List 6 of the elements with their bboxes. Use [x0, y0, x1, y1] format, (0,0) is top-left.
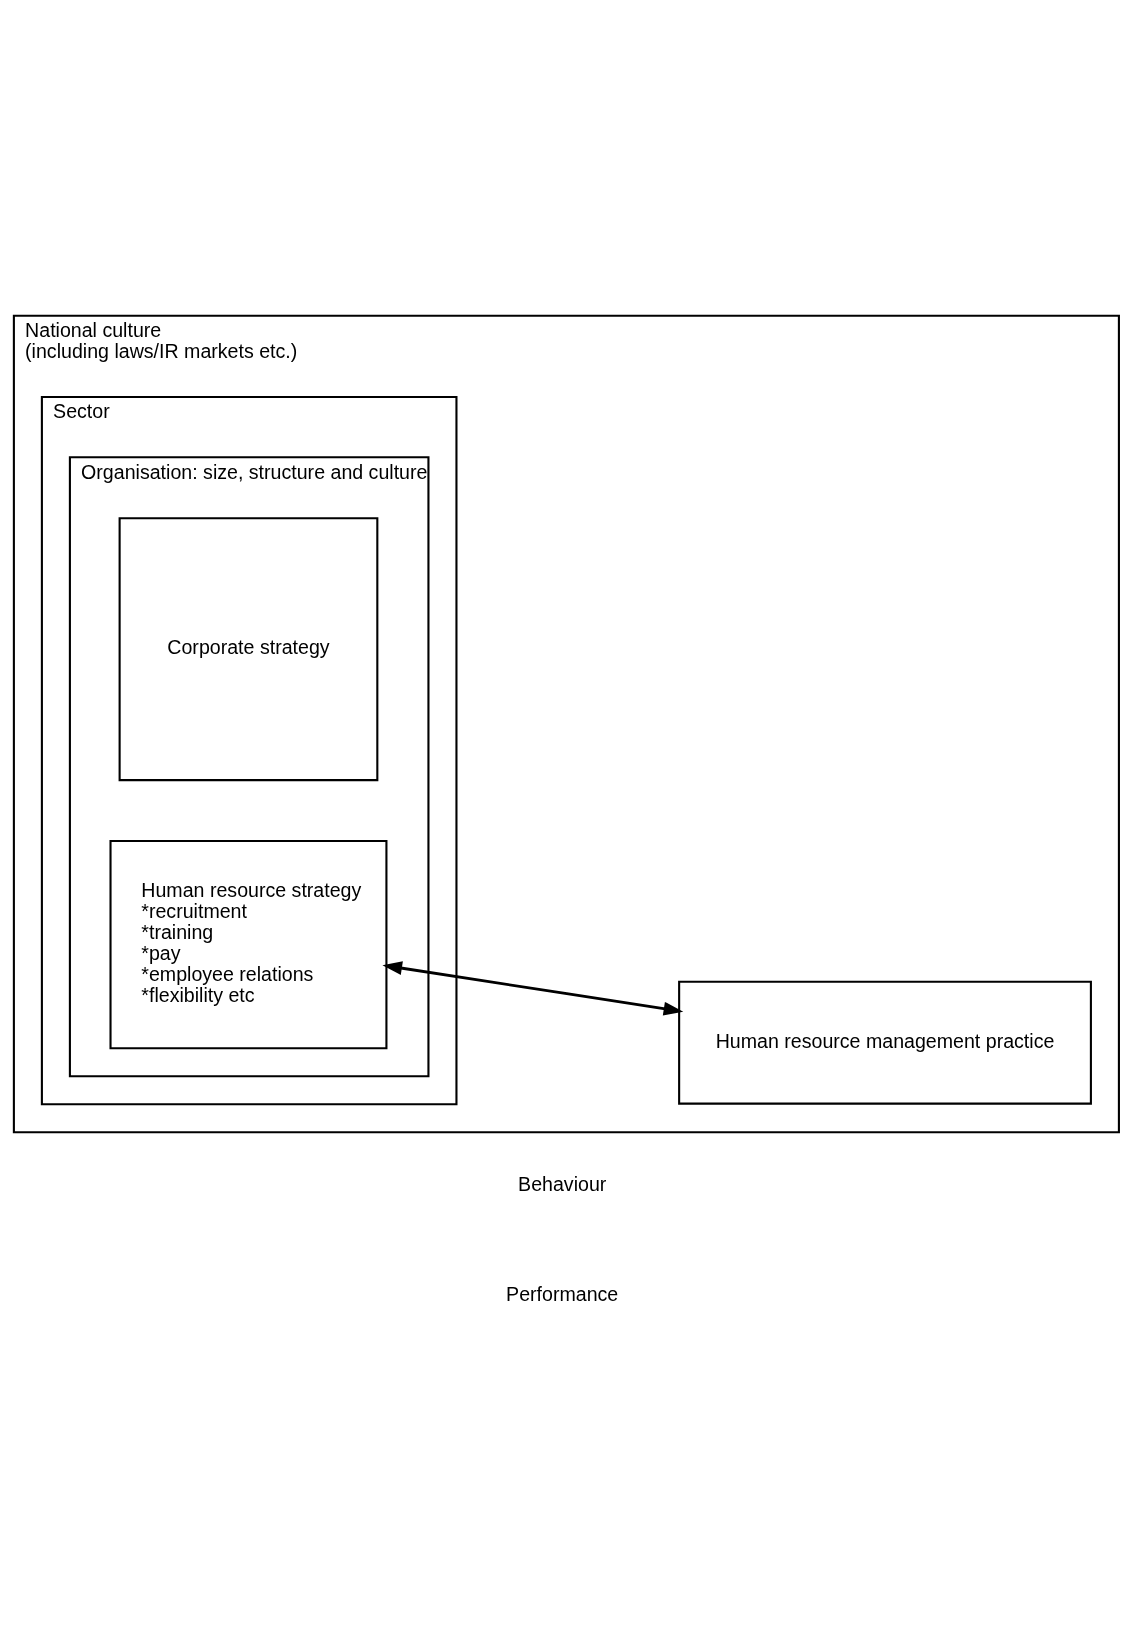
node-box: Corporate strategy — [118, 516, 379, 781]
node-box: Human resource strategy *recruitment *training *pay *employee relations *flexibility etc — [109, 839, 388, 1049]
node-box: Human resource management practice — [678, 980, 1092, 1105]
label: Behaviour — [518, 1172, 607, 1195]
arrow — [382, 960, 684, 1015]
label: Performance — [506, 1282, 619, 1305]
